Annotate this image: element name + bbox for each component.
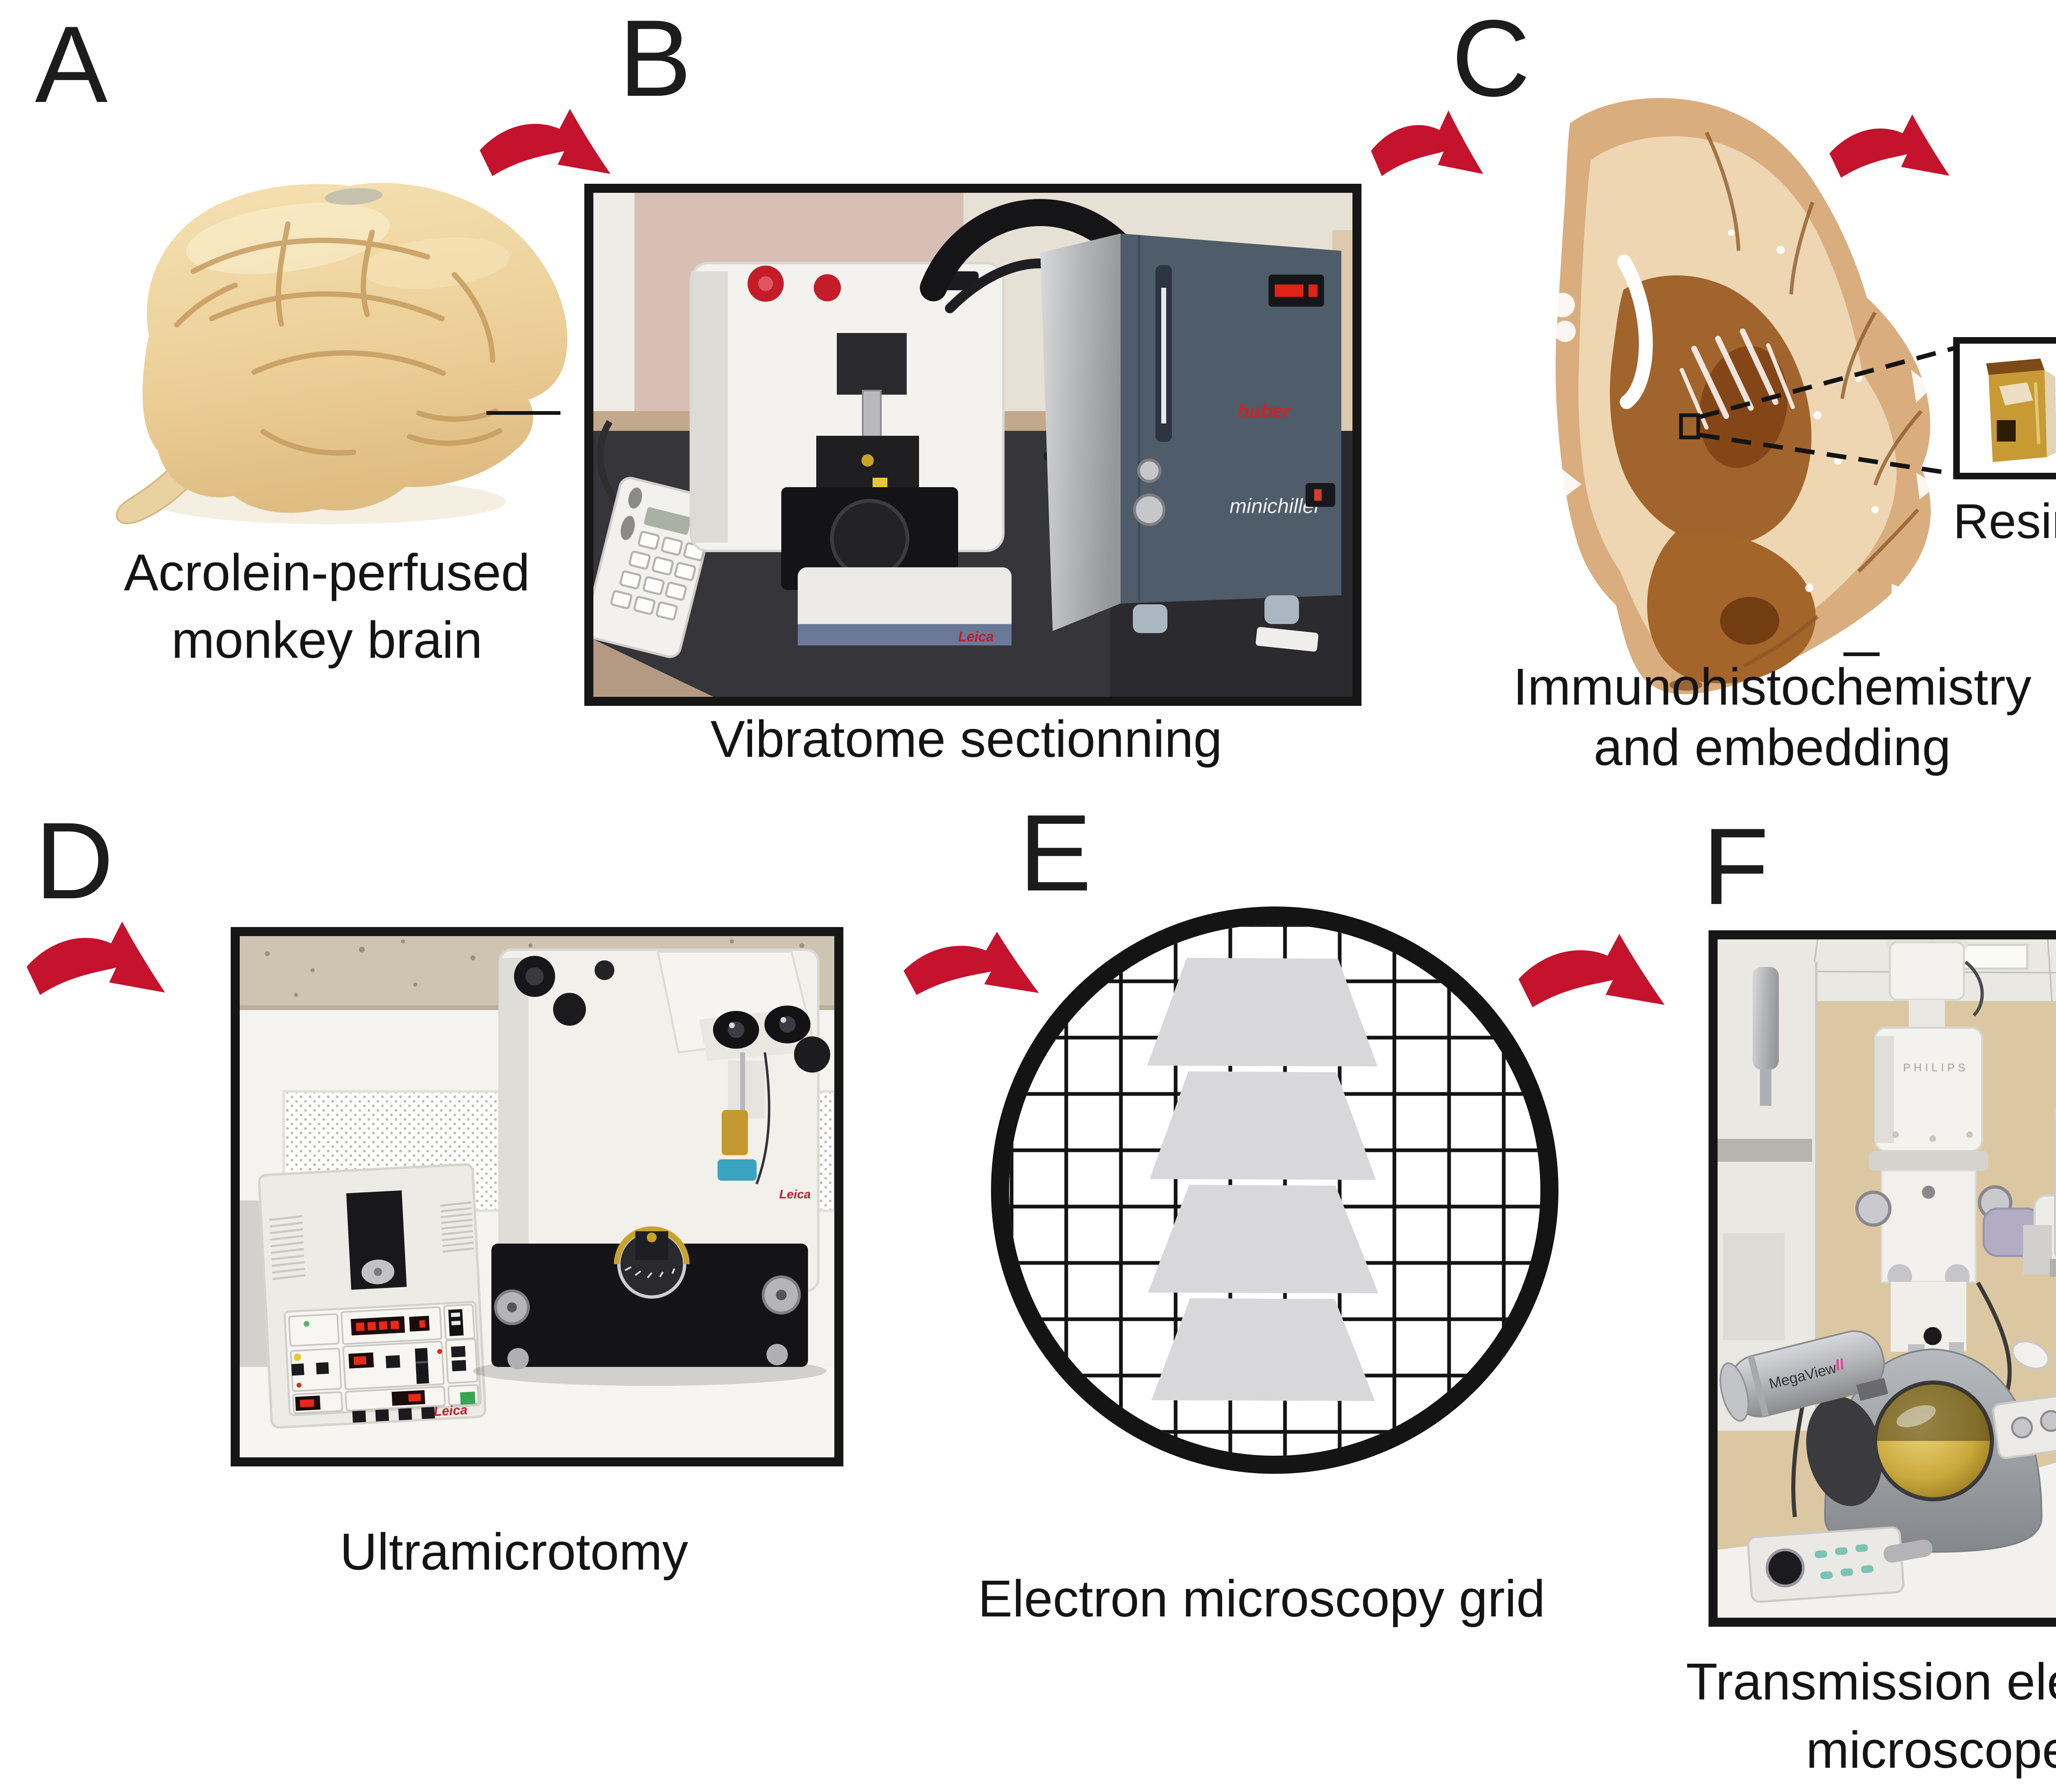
roi-marker [1679, 413, 1700, 439]
panel-d-caption: Ultramicrotomy [340, 1523, 688, 1581]
grid-rim [991, 906, 1558, 1474]
vibratome-brand-label: Leica [958, 629, 994, 645]
keypad-remote [593, 420, 717, 658]
panel-b-label: B [619, 0, 692, 119]
arrow-a-to-b-icon [479, 109, 611, 176]
chiller-brand-label: huber [1238, 400, 1291, 421]
panel-b-caption: Vibratome sectionning [710, 710, 1222, 768]
inset-callout-lines [1699, 345, 1956, 476]
panel-a-caption-line2: monkey brain [171, 611, 483, 669]
microtome-console: Leica [258, 1163, 486, 1429]
cortex-sulci-lines [1704, 132, 1923, 668]
panel-f-caption-line2: microscope [1806, 1721, 2056, 1779]
red-knob-icon [814, 274, 841, 301]
trackball-pad [1747, 1526, 1905, 1603]
mouse [2011, 1340, 2050, 1370]
em-grid-schematic [991, 906, 1558, 1474]
vibratome-photo: Leica huber minichiller [593, 193, 1352, 697]
brain-section-image [1550, 98, 1938, 694]
specimen-stage [491, 1244, 808, 1367]
tem-photo: PHILIPS [1718, 939, 2056, 1618]
ultramicrotome-unit: Leica [473, 948, 830, 1386]
panel-c-caption-line1: Immunohistochemistry [1513, 658, 2032, 716]
panel-d-frame [231, 927, 843, 1466]
panel-b-frame [584, 184, 1361, 706]
panel-a-caption-line1: Acrolein-perfused [124, 543, 530, 601]
arrow-c-to-d-icon [1829, 114, 1949, 178]
tem-brand-label: PHILIPS [1903, 1061, 1969, 1074]
panel-f-caption-line1: Transmission electron [1686, 1653, 2056, 1711]
viewing-chamber [1806, 1348, 2043, 1553]
resin-blocs-label: Resin blocs [1953, 494, 2056, 549]
cut-button [460, 1391, 476, 1405]
microtome-brand-label: Leica [779, 1188, 811, 1201]
arrow-b-to-c-icon [1371, 110, 1484, 176]
panel-e-caption: Electron microscopy grid [978, 1570, 1545, 1628]
panel-c-caption-line2: and embedding [1593, 718, 1951, 776]
arrow-e-to-f-icon [1518, 934, 1665, 1008]
panel-e-label: E [1019, 792, 1092, 914]
minichiller-unit: huber minichiller [1040, 234, 1341, 652]
arrow-into-d-icon [26, 921, 165, 995]
megaview-camera: MegaView II [1719, 1330, 1888, 1422]
panel-a-label: A [35, 4, 108, 125]
scale-bar-a [486, 411, 560, 415]
ultramicrotome-photo: Leica Leica [240, 936, 834, 1457]
resin-blocs-inset [1953, 337, 2056, 479]
binocular-eyepieces-icon [713, 1006, 810, 1049]
arrow-d-to-e-icon [903, 932, 1039, 995]
brain-sulci [174, 221, 502, 456]
scale-bar-c [1843, 652, 1880, 656]
panel-f-label: F [1702, 806, 1769, 927]
stage-control-pad [1992, 1385, 2056, 1459]
panel-d-label: D [35, 800, 114, 922]
panel-c-label: C [1452, 0, 1530, 119]
panel-f-frame [1709, 930, 2056, 1627]
vibratome-unit: Leica [690, 262, 1012, 645]
resin-bloc-left [1986, 358, 2056, 462]
monkey-brain-photo [116, 183, 567, 525]
tissue-sections-ribbon [1147, 958, 1378, 1401]
console-brand-label: Leica [433, 1402, 468, 1419]
